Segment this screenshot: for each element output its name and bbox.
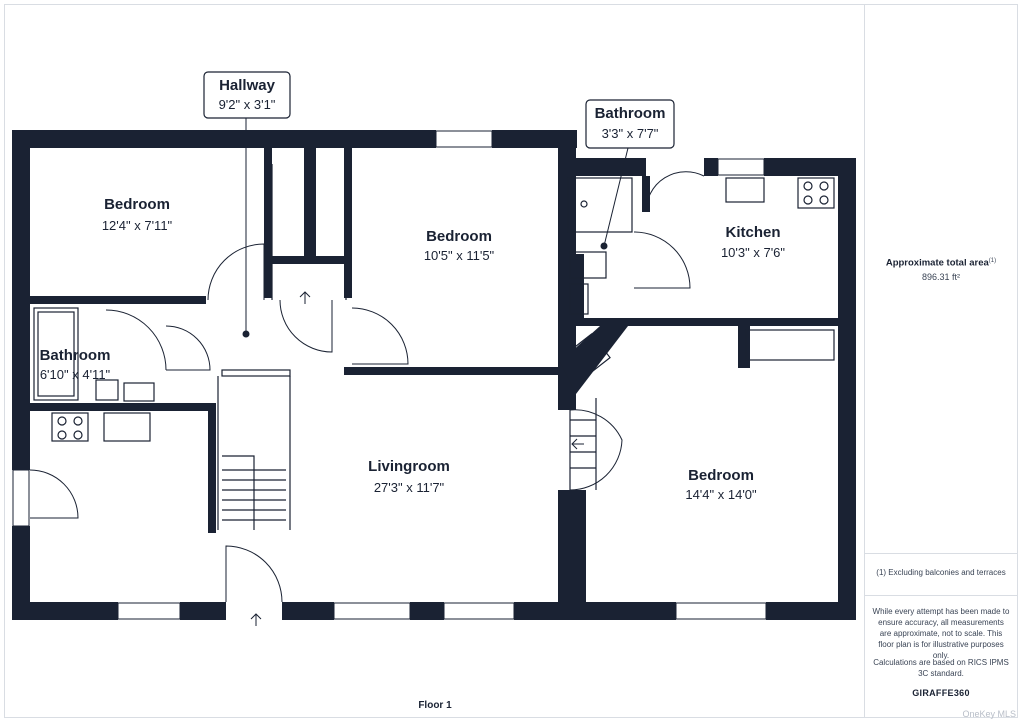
disclaimer: While every attempt has been made to ens… [872, 607, 1010, 660]
room-bathroom-w-name: Bathroom [40, 347, 111, 364]
area-value: 896.31 ft² [921, 271, 961, 282]
room-livingroom-dim: 27'3" x 11'7" [374, 480, 445, 495]
room-bedroom-se-dim: 14'4" x 14'0" [685, 487, 757, 502]
room-kitchen-name: Kitchen [725, 224, 780, 241]
brand-name: GIRAFFE [912, 688, 954, 698]
sidebar-separator [864, 595, 1018, 596]
sidebar-divider [864, 4, 865, 718]
watermark: OneKey MLS [962, 709, 1016, 719]
sidebar-separator [864, 553, 1018, 554]
total-area-block: Approximate total area(1) 896.31 ft² [870, 256, 1012, 283]
floor-plan: Hallway 9'2" x 3'1" Bathroom 3'3" x 7'7"… [12, 71, 856, 626]
hallway-dim: 9'2" x 3'1" [219, 97, 276, 112]
room-livingroom-name: Livingroom [368, 458, 450, 475]
area-superscript: (1) [988, 258, 997, 264]
brand-logo: GIRAFFE360 [870, 688, 1012, 699]
walls [12, 130, 856, 620]
hallway-callout: Hallway 9'2" x 3'1" [203, 71, 291, 119]
room-bedroom-nw-dim: 12'4" x 7'11" [102, 218, 173, 233]
room-bathroom-w-dim: 6'10" x 4'11" [40, 367, 111, 382]
entrance-arrows [250, 291, 584, 626]
area-title: Approximate total area [885, 257, 989, 269]
doors [29, 171, 705, 603]
callout-leaders [242, 118, 629, 338]
floor-label: Floor 1 [418, 700, 452, 711]
fixtures [33, 164, 835, 530]
windows [12, 130, 767, 620]
area-footnote: (1) Excluding balconies and terraces [876, 568, 1006, 577]
bathroom-top-callout: Bathroom 3'3" x 7'7" [585, 99, 675, 149]
calc-note: Calculations are based on RICS IPMS 3C s… [873, 658, 1009, 678]
hallway-name: Hallway [219, 77, 276, 94]
room-bedroom-se-name: Bedroom [688, 467, 754, 484]
brand-number: 360 [953, 688, 970, 698]
room-bedroom-nw-name: Bedroom [104, 196, 170, 213]
room-bedroom-center-dim: 10'5" x 11'5" [424, 248, 495, 263]
bathroom-top-name: Bathroom [595, 105, 666, 122]
page-border [4, 4, 1018, 718]
room-bedroom-center-name: Bedroom [426, 228, 492, 245]
bathroom-top-dim: 3'3" x 7'7" [602, 126, 659, 141]
room-kitchen-dim: 10'3" x 7'6" [721, 245, 785, 260]
